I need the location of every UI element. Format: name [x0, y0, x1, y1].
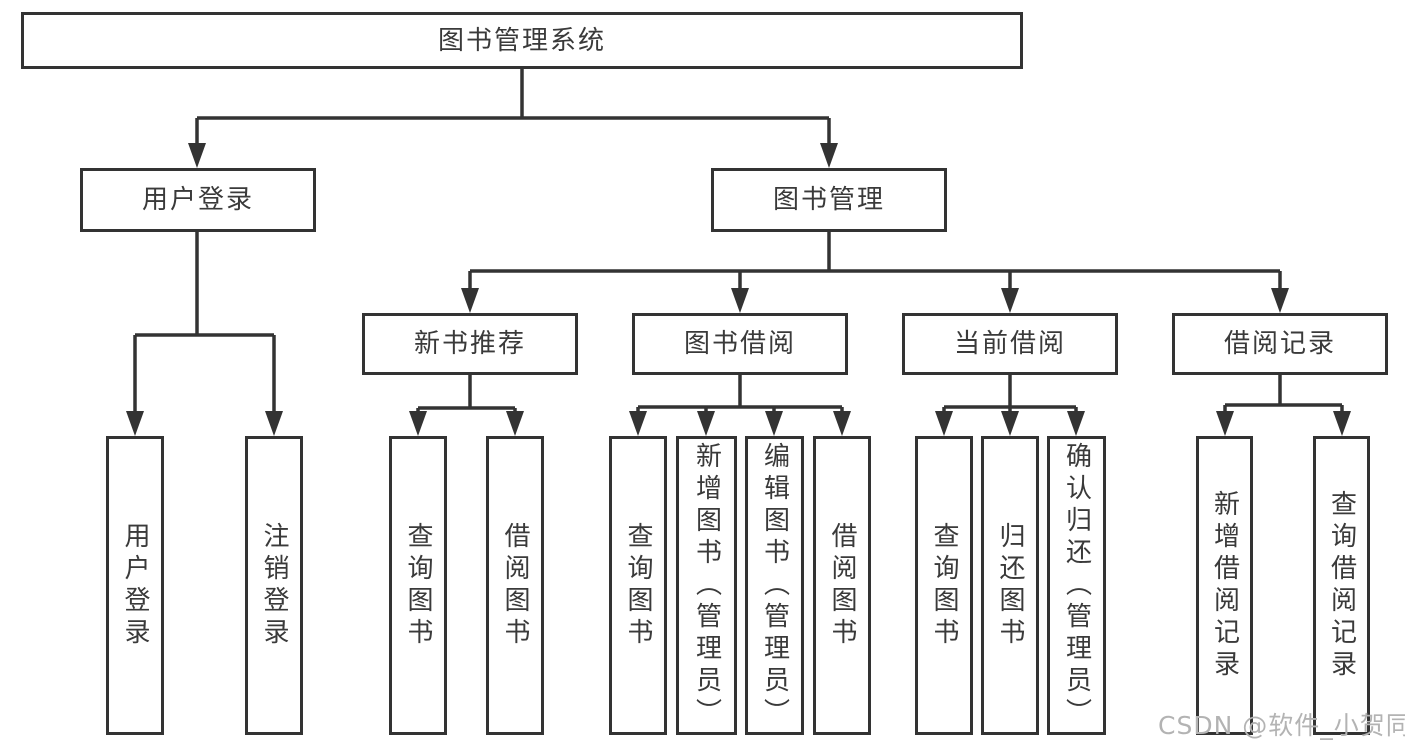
leaf-user-login-label: 用户登录: [120, 521, 150, 650]
leaf-borrowing-edit-books: 编辑图书（管理员）: [745, 436, 804, 735]
edges-borrowing-records-to-leaves: [1216, 375, 1351, 436]
leaf-borrowing-edit-books-label: 编辑图书（管理员）: [759, 441, 790, 730]
leaf-logout: 注销登录: [245, 436, 303, 735]
node-book-management: 图书管理: [711, 168, 947, 232]
node-book-management-label: 图书管理: [772, 185, 885, 215]
node-book-borrowing-label: 图书借阅: [683, 329, 796, 359]
leaf-records-query-record: 查询借阅记录: [1313, 436, 1370, 735]
edges-book-management-to-level3: [461, 232, 1289, 313]
leaf-borrowing-query-books: 查询图书: [609, 436, 667, 735]
leaf-current-confirm-return: 确认归还（管理员）: [1047, 436, 1106, 735]
node-user-login-label: 用户登录: [141, 185, 254, 215]
node-current-borrowing-label: 当前借阅: [953, 329, 1066, 359]
edges-book-borrowing-to-leaves: [629, 375, 851, 436]
csdn-watermark: CSDN @软件_小贺同学: [1158, 711, 1405, 740]
leaf-current-return-books-label: 归还图书: [995, 521, 1025, 650]
node-root-system: 图书管理系统: [21, 12, 1023, 69]
leaf-current-confirm-return-label: 确认归还（管理员）: [1061, 441, 1092, 730]
node-borrowing-records-label: 借阅记录: [1223, 329, 1336, 359]
leaf-user-login: 用户登录: [106, 436, 164, 735]
node-new-book-recommend: 新书推荐: [362, 313, 578, 375]
node-borrowing-records: 借阅记录: [1172, 313, 1388, 375]
leaf-current-query-books: 查询图书: [915, 436, 973, 735]
leaf-recommend-query-books: 查询图书: [389, 436, 447, 735]
leaf-borrowing-add-books-label: 新增图书（管理员）: [691, 441, 722, 730]
leaf-logout-label: 注销登录: [259, 521, 289, 650]
node-book-borrowing: 图书借阅: [632, 313, 848, 375]
edges-user-login-to-leaves: [126, 232, 283, 436]
leaf-recommend-borrow-books: 借阅图书: [486, 436, 544, 735]
leaf-records-add-record: 新增借阅记录: [1196, 436, 1253, 735]
node-root-label: 图书管理系统: [437, 25, 606, 56]
node-new-book-recommend-label: 新书推荐: [413, 329, 526, 359]
leaf-recommend-borrow-books-label: 借阅图书: [500, 521, 530, 650]
leaf-current-return-books: 归还图书: [981, 436, 1039, 735]
leaf-borrowing-borrow-books: 借阅图书: [813, 436, 871, 735]
edges-new-book-recommend-to-leaves: [409, 375, 524, 436]
edges-current-borrowing-to-leaves: [935, 375, 1085, 436]
leaf-records-query-record-label: 查询借阅记录: [1326, 489, 1357, 682]
leaf-borrowing-add-books: 新增图书（管理员）: [676, 436, 737, 735]
leaf-records-add-record-label: 新增借阅记录: [1209, 489, 1240, 682]
leaf-borrowing-query-books-label: 查询图书: [623, 521, 653, 650]
leaf-recommend-query-books-label: 查询图书: [403, 521, 433, 650]
edges-root-to-level2: [188, 69, 838, 168]
leaf-borrowing-borrow-books-label: 借阅图书: [827, 521, 857, 650]
leaf-current-query-books-label: 查询图书: [929, 521, 959, 650]
node-user-login: 用户登录: [80, 168, 316, 232]
node-current-borrowing: 当前借阅: [902, 313, 1118, 375]
